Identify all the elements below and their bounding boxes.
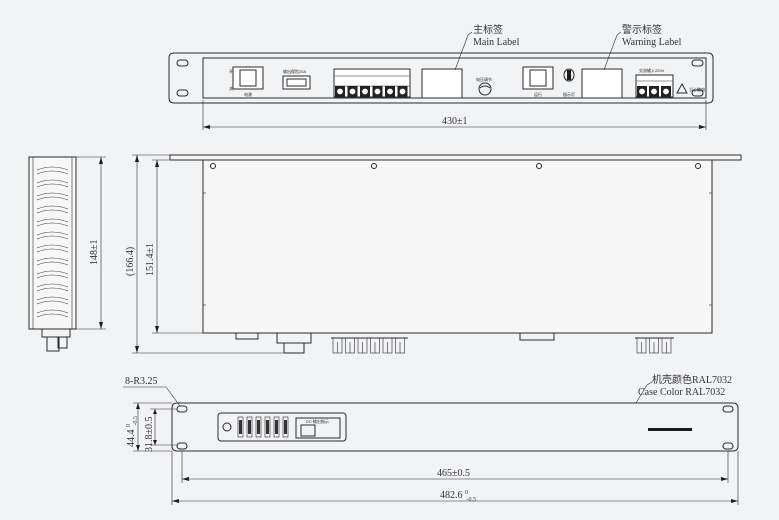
side-height-151: 151.4±1 <box>145 243 156 276</box>
svg-text:开: 开 <box>229 69 233 74</box>
warning-label-area <box>581 68 623 99</box>
warning-label-en: Warning Label <box>622 37 682 48</box>
main-label-area <box>421 68 463 99</box>
side-height-166: (166.4) <box>125 247 136 276</box>
main-label-cn: 主标签 <box>473 23 503 36</box>
terminal-block-output <box>333 68 411 98</box>
end-view: 148±1 <box>28 156 106 352</box>
svg-text:44.4 0 -0.5: 44.4 0 -0.5 <box>122 416 139 447</box>
rack-h1-sub: -0.5 <box>133 416 139 426</box>
svg-text:电压调节: 电压调节 <box>476 76 492 82</box>
rack-h2-dim: 31.8±0.5 <box>144 417 155 453</box>
fuse-label: 输出保险20A <box>283 68 306 74</box>
total-width-sub: -0.5 <box>467 497 477 503</box>
corner-radius-dim: 8-R3.25 <box>125 376 158 387</box>
svg-text:电源: 电源 <box>244 91 252 97</box>
total-width-main: 482.6 <box>440 490 463 501</box>
front-width-dim: 430±1 <box>442 116 468 127</box>
warning-label-cn: 警示标签 <box>622 23 662 36</box>
input-label: 交流输入220V <box>639 67 665 73</box>
svg-text:482.6 0 -0.5: 482.6 0 -0.5 <box>440 486 476 503</box>
svg-text:运行: 运行 <box>534 91 542 97</box>
mount-width-dim: 465±0.5 <box>437 468 470 479</box>
rack-view: DC 输出指示 机壳颜色RAL7032 Case Color RAL7032 8… <box>122 373 739 505</box>
rack-h1-sup: 0 <box>126 424 132 427</box>
svg-text:关: 关 <box>229 85 233 91</box>
front-view: 开 关 电源 输出保险20A 电压调节 运行 指示灯 交流输入220V <box>168 23 714 130</box>
svg-text:DC 输出指示: DC 输出指示 <box>306 418 329 424</box>
main-label-en: Main Label <box>473 37 520 48</box>
svg-text:指示灯: 指示灯 <box>563 91 575 97</box>
svg-text:当心触电: 当心触电 <box>689 86 705 92</box>
rack-h1-main: 44.4 <box>126 430 137 448</box>
terminal-block-input: 交流输入220V <box>635 67 674 98</box>
case-color-en: Case Color RAL7032 <box>638 387 725 398</box>
side-view: (166.4) 151.4±1 <box>125 154 742 354</box>
case-color-cn: 机壳颜色RAL7032 <box>652 373 732 386</box>
side-height-148: 148±1 <box>89 240 100 266</box>
total-width-sup: 0 <box>465 490 468 496</box>
